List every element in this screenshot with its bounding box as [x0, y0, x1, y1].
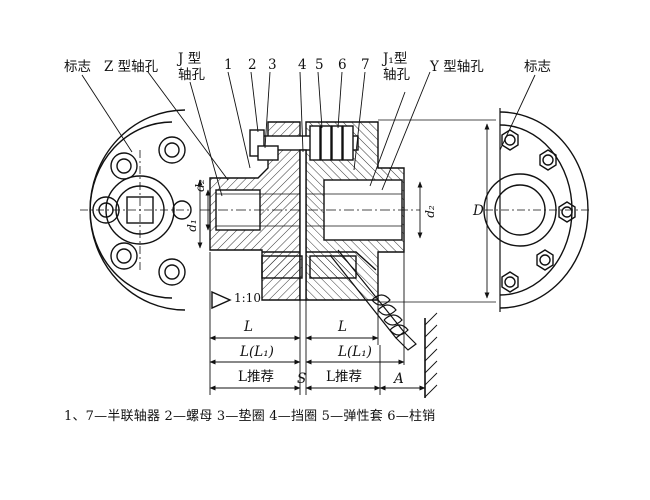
dim-LL1-left: L(L₁) — [240, 344, 274, 360]
label-j-bore: 轴孔 — [178, 67, 205, 83]
dim-D: D — [473, 203, 484, 219]
dimension-lines — [209, 252, 426, 395]
dim-L-left: L — [244, 319, 253, 335]
label-z-bore: Z 型轴孔 — [104, 59, 159, 75]
left-end-view — [80, 109, 192, 311]
dim-d1: d₁ — [184, 219, 199, 232]
elastic-sleeves — [309, 125, 354, 161]
dim-S: S — [297, 371, 307, 387]
parts-legend: 1、7—半联轴器 2—螺母 3—垫圈 4—挡圈 5—弹性套 6—柱销 — [64, 409, 436, 424]
label-part-7: 7 — [361, 57, 370, 73]
right-hex-nuts — [501, 129, 576, 293]
label-y-bore: Y 型轴孔 — [430, 59, 484, 75]
label-part-2: 2 — [248, 57, 257, 73]
label-part-4: 4 — [298, 57, 307, 73]
tool-spring — [329, 249, 438, 398]
dim-L-right: L — [338, 319, 347, 335]
label-mark-right: 标志 — [524, 59, 551, 75]
dim-LL1-right: L(L₁) — [338, 344, 372, 360]
right-end-view — [483, 108, 590, 312]
label-j1-type: J₁型 — [383, 51, 408, 67]
label-part-3: 3 — [268, 57, 277, 73]
label-part-6: 6 — [338, 57, 347, 73]
left-bolt-holes — [92, 136, 192, 286]
label-j-type: J 型 — [178, 51, 202, 67]
label-j1-bore: 轴孔 — [383, 67, 410, 83]
leader-lines — [81, 71, 536, 197]
label-part-1: 1 — [224, 57, 233, 73]
dim-dz: d₂ — [192, 179, 207, 192]
dim-d2: d₂ — [422, 205, 437, 218]
label-part-5: 5 — [315, 57, 324, 73]
dim-taper: 1:10 — [234, 291, 261, 305]
section-view — [197, 119, 496, 310]
dim-Lrec-left: L推荐 — [238, 369, 274, 385]
dim-A: A — [394, 371, 404, 387]
dim-Lrec-right: L推荐 — [326, 369, 362, 385]
label-mark-left: 标志 — [64, 59, 91, 75]
